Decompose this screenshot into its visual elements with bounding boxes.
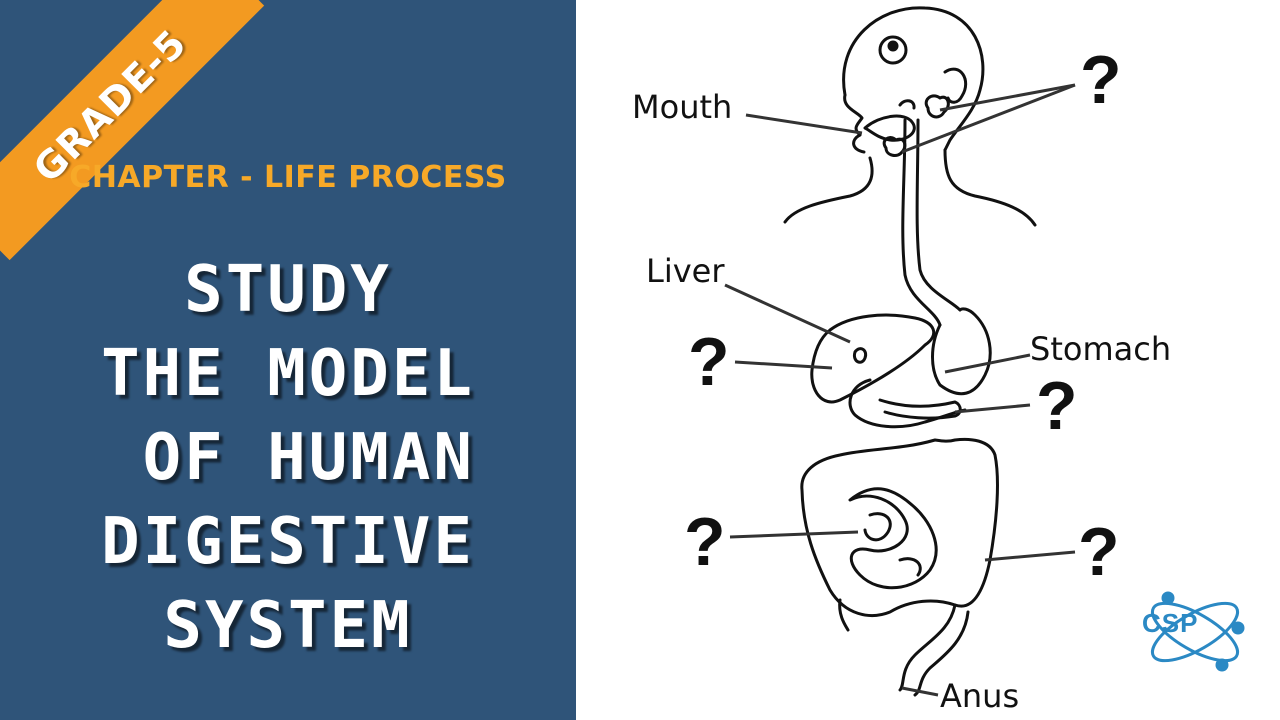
label-stomach: Stomach [1030, 330, 1172, 368]
pancreas [878, 398, 962, 420]
salivary-gland-upper [924, 94, 950, 119]
logo-atom-icon [1150, 591, 1245, 672]
question-mark-small-intestine: ? [684, 504, 726, 580]
liver [810, 313, 936, 404]
leader-gland-upper [939, 83, 1076, 112]
label-mouth: Mouth [632, 88, 733, 126]
title-panel: GRADE-5 CHAPTER - LIFE PROCESS STUDY THE… [0, 0, 576, 720]
page-title: STUDY THE MODEL OF HUMAN DIGESTIVE SYSTE… [0, 248, 576, 668]
leader-large-intestine [984, 550, 1076, 562]
leader-anus [901, 686, 939, 697]
chapter-heading: CHAPTER - LIFE PROCESS [69, 160, 507, 195]
neck-shoulders-right [943, 148, 1037, 227]
large-intestine [800, 437, 999, 617]
question-mark-large-intestine: ? [1078, 514, 1120, 590]
eye [878, 35, 908, 65]
appendix [838, 598, 850, 632]
stomach [931, 307, 992, 396]
question-mark-pancreas: ? [1036, 368, 1078, 444]
head-outline [842, 6, 985, 152]
small-intestine [848, 487, 938, 590]
leader-stomach [944, 353, 1031, 374]
question-mark-glands: ? [1080, 42, 1122, 118]
leader-liver [724, 283, 851, 344]
duodenum [848, 378, 967, 429]
leader-pancreas [954, 403, 1031, 414]
neck-shoulders-left [783, 156, 874, 224]
title-line-2: THE MODEL [101, 337, 475, 411]
logo-text: CSP [1142, 608, 1199, 638]
title-line-4: DIGESTIVE [101, 505, 475, 579]
leader-gland-lower [901, 83, 1076, 154]
leader-small-intestine [729, 530, 859, 539]
label-anus: Anus [940, 677, 1020, 715]
title-line-5: SYSTEM [163, 589, 413, 663]
esophagus [901, 118, 942, 327]
label-liver: Liver [646, 252, 725, 290]
leader-gallbladder [734, 360, 833, 370]
csp-logo: CSP [1138, 588, 1248, 678]
leader-mouth [745, 113, 863, 135]
title-line-1: STUDY [184, 253, 392, 327]
rectum [898, 603, 957, 692]
title-line-3: OF HUMAN [101, 421, 475, 495]
ear [943, 67, 968, 104]
face-outline [843, 93, 866, 154]
oral-cavity [863, 114, 916, 142]
question-mark-gallbladder: ? [688, 324, 730, 400]
